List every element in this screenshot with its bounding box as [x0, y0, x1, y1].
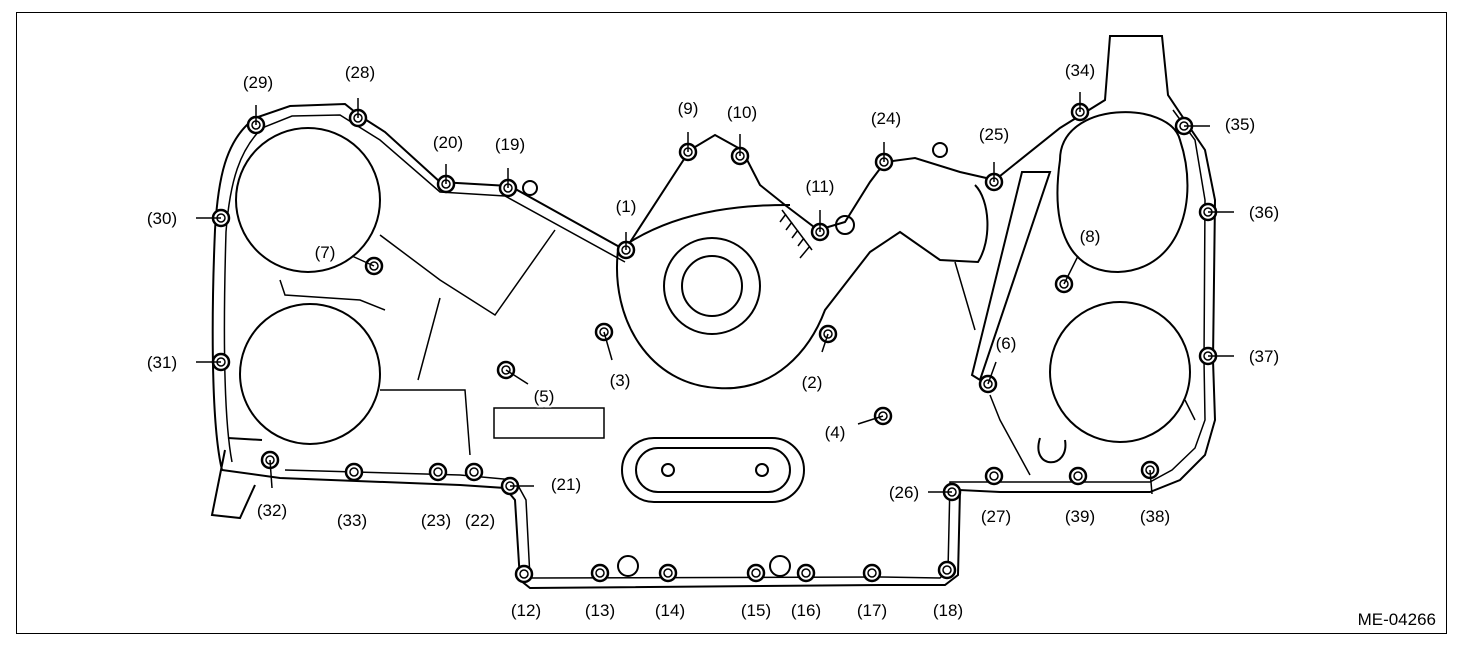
bolt-label-15: (15) [741, 601, 771, 620]
bolt-label-27: (27) [981, 507, 1011, 526]
boss-a [522, 180, 538, 196]
leader-line-3 [603, 331, 613, 361]
bolt-label-26: (26) [889, 483, 919, 502]
boss-d [769, 555, 791, 577]
bolt-label-10: (10) [727, 103, 757, 122]
bolt-27 [984, 466, 1004, 486]
leader-line-7 [351, 255, 375, 267]
idler-lobe [1037, 437, 1067, 464]
right-cover-rib [954, 261, 1196, 476]
bolt-label-20: (20) [433, 133, 463, 152]
bolt-label-28: (28) [345, 63, 375, 82]
bolt-label-21: (21) [551, 475, 581, 494]
timing-scale [779, 209, 813, 259]
bolt-17 [862, 563, 882, 583]
bolt-label-17: (17) [857, 601, 887, 620]
bolt-16 [796, 563, 816, 583]
bolt-label-5: (5) [534, 387, 555, 406]
figure-code: ME-04266 [1357, 610, 1436, 629]
bolt-33 [344, 462, 364, 482]
bolt-13 [590, 563, 610, 583]
bolt-label-11: (11) [806, 177, 835, 196]
bolt-label-3: (3) [610, 371, 631, 390]
bolt-label-37: (37) [1249, 347, 1279, 366]
bolt-label-16: (16) [791, 601, 821, 620]
bolt-label-6: (6) [996, 334, 1017, 353]
left-cam-pulley-upper [235, 127, 381, 273]
bolt-label-18: (18) [933, 601, 963, 620]
leader-line-6 [987, 361, 997, 385]
bolt-label-39: (39) [1065, 507, 1095, 526]
cover-outlines [210, 35, 1217, 590]
boss-e [932, 142, 948, 158]
bolt-label-13: (13) [585, 601, 615, 620]
bolt-label-24: (24) [871, 109, 901, 128]
bolt-label-33: (33) [337, 511, 367, 530]
bolt-label-14: (14) [655, 601, 685, 620]
bolt-22 [464, 462, 484, 482]
name-plate [493, 407, 605, 439]
left-cam-pulley-lower [239, 303, 381, 445]
figure-frame [16, 12, 1447, 634]
oval-hole-left [661, 463, 675, 477]
boss-b [835, 215, 855, 235]
bolt-label-31: (31) [147, 353, 177, 372]
bolt-label-12: (12) [511, 601, 541, 620]
leader-line-8 [1063, 255, 1079, 285]
bolt-label-23: (23) [421, 511, 451, 530]
bolt-12 [514, 564, 534, 584]
bolt-18 [937, 560, 957, 580]
bolt-label-29: (29) [243, 73, 273, 92]
left-cover-rib [279, 229, 556, 456]
boss-c [617, 555, 639, 577]
oval-cutout-inner [635, 447, 791, 493]
bolt-label-1: (1) [616, 197, 637, 216]
bolt-label-38: (38) [1140, 507, 1170, 526]
leader-line-32 [269, 459, 273, 489]
left-hose [210, 437, 263, 520]
bolt-label-30: (30) [147, 209, 177, 228]
bolt-label-2: (2) [802, 373, 823, 392]
bolt-label-34: (34) [1065, 61, 1095, 80]
bolt-23 [428, 462, 448, 482]
center-housing [616, 184, 989, 390]
bolt-label-8: (8) [1080, 227, 1101, 246]
bolt-label-19: (19) [495, 135, 525, 154]
bolt-14 [658, 563, 678, 583]
right-cam-pulley-lower [1049, 301, 1191, 443]
oval-cutout-outer [621, 437, 805, 503]
bolt-39 [1068, 466, 1088, 486]
leader-line-2 [821, 333, 829, 353]
oval-hole-right [755, 463, 769, 477]
bolt-label-36: (36) [1249, 203, 1279, 222]
bolt-label-25: (25) [979, 125, 1009, 144]
crank-pulley-outer [663, 237, 761, 335]
right-cam-pulley-upper [1056, 111, 1189, 274]
bolt-label-35: (35) [1225, 115, 1255, 134]
crank-pulley-inner [681, 255, 743, 317]
bolt-label-7: (7) [315, 243, 336, 262]
labels-layer: (1) (2) (3) (4) (5) (6) (7) (8) (9) (10) (11) (12) (… [145, 59, 1281, 622]
bolt-label-22: (22) [465, 511, 495, 530]
bolt-label-32: (32) [257, 501, 287, 520]
leader-line-5 [505, 369, 529, 385]
bolt-label-4: (4) [825, 423, 846, 442]
leader-line-4 [857, 415, 884, 425]
leader-line-38 [1149, 469, 1153, 495]
center-housing-top [617, 204, 791, 251]
bolt-label-9: (9) [678, 99, 699, 118]
bolt-15 [746, 563, 766, 583]
